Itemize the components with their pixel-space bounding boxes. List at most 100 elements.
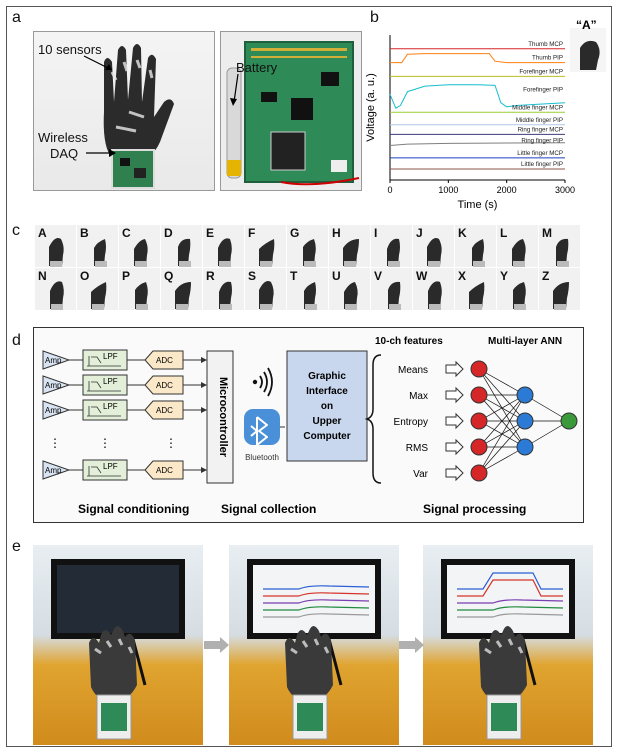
amp-block: Amp <box>42 375 71 395</box>
gesture-cell: T <box>287 268 328 310</box>
demo-photo <box>229 545 399 745</box>
ann-title: Multi-layer ANN <box>488 336 562 347</box>
gesture-cell: X <box>455 268 496 310</box>
lpf-label: LPF <box>103 462 118 471</box>
gesture-hand-illustration <box>427 238 442 267</box>
feature-label: Means <box>398 365 428 376</box>
gesture-hand-illustration <box>512 239 526 267</box>
feature-label: Entropy <box>394 417 428 428</box>
series-label: Thumb MCP <box>528 41 563 48</box>
gesture-cell: E <box>203 225 244 267</box>
gesture-hand-illustration <box>49 238 64 267</box>
gesture-letter-label: A <box>38 226 47 240</box>
gesture-hand-illustration <box>175 282 191 310</box>
panel-a-label: a <box>12 9 21 26</box>
series-label: Forefinger MCP <box>519 68 563 75</box>
gesture-cell: L <box>497 225 538 267</box>
ann-input-node <box>470 438 488 456</box>
gesture-letter-label: P <box>122 269 131 283</box>
y-axis-label: Voltage (a. u.) <box>365 73 377 142</box>
ellipsis: ⋮ <box>99 436 111 450</box>
series-label: Middle finger MCP <box>512 104 563 111</box>
x-tick-label: 2000 <box>497 185 517 195</box>
glove-illustration <box>103 44 174 189</box>
series-label: Thumb PIP <box>532 55 563 62</box>
demo-photo <box>33 545 203 745</box>
microcontroller-label: Microcontroller <box>217 377 229 458</box>
feature-arrow <box>445 412 464 430</box>
ann-network <box>470 360 578 482</box>
amp-block: Amp <box>42 460 71 480</box>
gesture-letter-label: C <box>122 226 131 240</box>
lpf-block: LPF <box>82 459 128 481</box>
series-label: Ring finger MCP <box>518 126 563 133</box>
gesture-cell: S <box>245 268 286 310</box>
gesture-letter-label: T <box>290 269 298 283</box>
gesture-hand-illustration <box>344 282 358 310</box>
gesture-cell: O <box>77 268 118 310</box>
ann-edge <box>524 394 570 422</box>
gui-block <box>286 350 368 462</box>
feature-label: Var <box>413 469 428 480</box>
ann-edge <box>478 394 526 448</box>
arrowhead <box>201 357 207 363</box>
lpf-label: LPF <box>103 352 118 361</box>
panel-e-label: e <box>12 538 21 555</box>
gesture-cell: C <box>119 225 160 267</box>
gesture-letter-label: Y <box>500 269 509 283</box>
pcb-photo <box>220 31 362 191</box>
gesture-letter-label: Z <box>542 269 550 283</box>
gesture-letter-label: E <box>206 226 215 240</box>
gesture-cell: U <box>329 268 370 310</box>
bluetooth-icon <box>244 409 280 446</box>
ann-edge <box>478 420 526 474</box>
gesture-letter: “A” <box>576 18 597 32</box>
series-label: Little finger MCP <box>517 150 563 157</box>
amp-label: Amp <box>45 466 62 475</box>
gesture-letter-label: O <box>80 269 90 283</box>
lpf-block: LPF <box>82 374 128 396</box>
daq-label-line1: Wireless <box>38 130 88 145</box>
sensors-label: 10 sensors <box>38 42 102 57</box>
wireless-icon <box>252 367 273 397</box>
gesture-hand-illustration <box>219 281 232 310</box>
sensors-arrow <box>83 55 113 71</box>
gui-label-line: Computer <box>303 431 350 442</box>
ann-input-node <box>470 464 488 482</box>
series-label: Middle finger PIP <box>516 117 563 124</box>
series-line <box>390 53 565 64</box>
gesture-cell: Y <box>497 268 538 310</box>
panel-b-label: b <box>370 9 379 26</box>
brace <box>364 354 382 484</box>
battery-label: Battery <box>236 60 278 75</box>
gesture-hand-illustration <box>178 238 191 267</box>
adc-block: ADC <box>144 460 184 480</box>
ellipsis: ⋮ <box>165 436 177 450</box>
gesture-letter-label: B <box>80 226 89 240</box>
microcontroller-block <box>206 350 234 484</box>
arrow-right-icon <box>204 637 229 653</box>
gesture-cell: Z <box>539 268 580 310</box>
arrowhead <box>201 467 207 473</box>
gui-label-line: Interface <box>306 386 348 397</box>
ann-hidden-node <box>516 438 534 456</box>
gesture-hand-illustration <box>259 239 275 267</box>
ann-edge <box>478 394 526 422</box>
gesture-letter-label: W <box>416 269 428 283</box>
arrowhead <box>201 382 207 388</box>
amp-label: Amp <box>45 381 62 390</box>
series-line <box>389 142 566 146</box>
feature-arrow <box>445 360 464 378</box>
ann-input-node <box>470 386 488 404</box>
feature-arrow <box>445 438 464 456</box>
x-tick-label: 0 <box>387 185 392 195</box>
gui-label-line: Graphic <box>308 371 346 382</box>
gesture-hand-illustration <box>134 239 148 267</box>
gesture-cell: R <box>203 268 244 310</box>
gesture-hand-illustration <box>303 239 316 267</box>
daq-arrow <box>86 149 116 157</box>
lpf-label: LPF <box>103 377 118 386</box>
